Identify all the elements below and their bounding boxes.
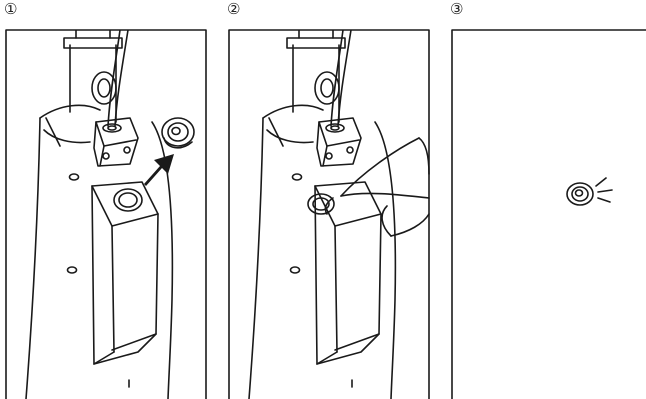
arrow-icon	[144, 154, 174, 186]
step-1-frame	[5, 29, 207, 399]
step-2-panel	[228, 29, 430, 399]
step-1-panel	[5, 29, 207, 399]
step-3-panel	[451, 29, 646, 399]
snap-lines-icon	[595, 177, 613, 203]
step-3-frame	[451, 29, 646, 399]
step-1-number: ①	[4, 0, 18, 18]
battery-socket	[113, 188, 143, 212]
cap-icon	[161, 117, 195, 149]
installed-cap	[566, 182, 594, 206]
step-2-number: ②	[227, 0, 241, 18]
liquid-drop-icon	[324, 197, 334, 215]
step-3-number: ③	[450, 0, 464, 18]
dropper-icon	[340, 137, 430, 237]
